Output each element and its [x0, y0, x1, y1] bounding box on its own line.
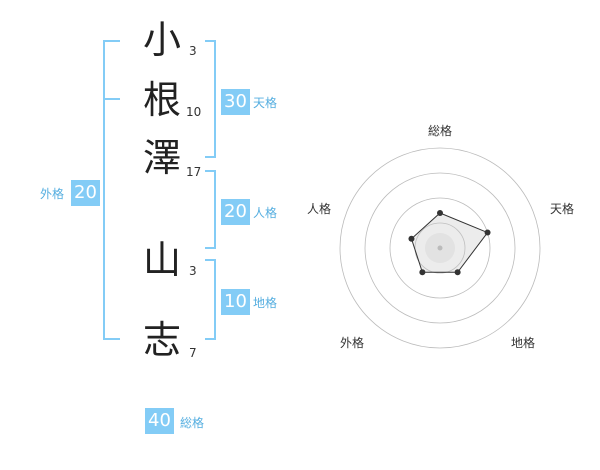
radar-point-2 — [454, 269, 461, 276]
name-char-3: 澤 — [142, 136, 181, 180]
radar-axis-label-tenkaku: 天格 — [550, 202, 575, 216]
radar-point-0 — [437, 210, 443, 216]
radar-ring-3 — [364, 172, 516, 324]
name-char-2: 根 — [142, 78, 181, 122]
radar-axis-label-soukaku: 総格 — [428, 124, 453, 138]
soukaku-label: 総格 — [180, 416, 205, 430]
chikaku-label: 地格 — [253, 296, 278, 310]
stroke-count-1: 3 — [189, 44, 197, 58]
gaikaku-label: 外格 — [40, 187, 65, 201]
gaikaku-value: 20 — [71, 180, 100, 206]
stroke-count-5: 7 — [189, 346, 197, 360]
jinkaku-bracket — [205, 170, 216, 249]
tenkaku-bracket — [205, 40, 216, 158]
soukaku-value: 40 — [145, 408, 174, 434]
stroke-count-4: 3 — [189, 264, 197, 278]
radar-point-1 — [484, 229, 491, 236]
jinkaku-label: 人格 — [253, 206, 278, 220]
radar-axis-label-jinkaku: 人格 — [307, 202, 332, 216]
radar-axis-label-chikaku: 地格 — [511, 336, 536, 350]
chikaku-bracket — [205, 259, 216, 340]
radar-chart — [339, 147, 541, 349]
name-char-4: 山 — [142, 238, 181, 282]
radar-series-polygon — [410, 212, 489, 273]
name-char-5: 志 — [142, 318, 181, 362]
stroke-count-3: 17 — [186, 165, 202, 179]
radar-center-point — [437, 245, 443, 251]
jinkaku-value: 20 — [221, 199, 250, 225]
radar-point-3 — [419, 269, 426, 276]
radar-ring-2 — [389, 197, 491, 299]
radar-ring-4 — [339, 147, 541, 349]
radar-axis-label-gaikaku: 外格 — [340, 336, 365, 350]
chikaku-value: 10 — [221, 289, 250, 315]
gaikaku-bracket — [103, 40, 120, 340]
stroke-count-2: 10 — [186, 105, 202, 119]
radar-point-4 — [408, 235, 415, 242]
tenkaku-label: 天格 — [253, 96, 278, 110]
name-char-1: 小 — [142, 18, 181, 62]
tenkaku-value: 30 — [221, 89, 250, 115]
